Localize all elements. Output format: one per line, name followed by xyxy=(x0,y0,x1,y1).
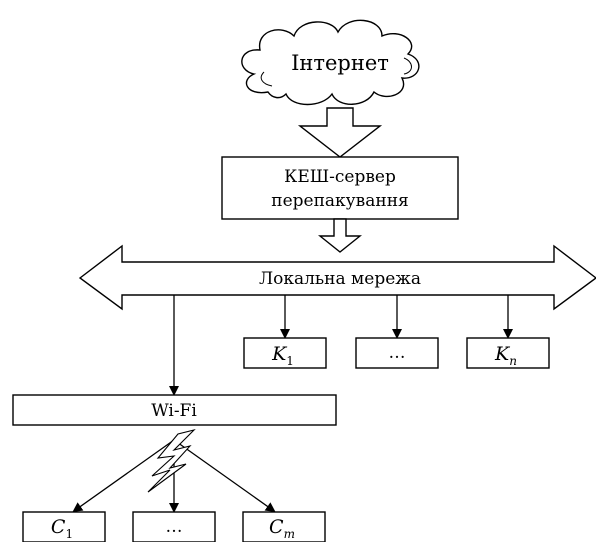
cloud-shape xyxy=(241,19,420,106)
local-network-bus: Локальна мережа xyxy=(78,244,596,311)
local-network-label: Локальна мережа xyxy=(259,269,421,289)
client-k-ellipsis: … xyxy=(389,343,406,363)
client-cm-label: Cm xyxy=(269,516,295,541)
arrow-to-c1 xyxy=(72,439,175,513)
wifi-label: Wi-Fi xyxy=(151,401,197,421)
cache-server-box: КЕШ-сервер перепакування xyxy=(221,156,459,220)
client-k1-box: K1 xyxy=(243,337,327,369)
client-k1-label: K1 xyxy=(271,343,294,368)
wifi-box: Wi-Fi xyxy=(12,394,337,426)
cache-server-line1: КЕШ-сервер xyxy=(284,167,396,187)
client-c1-label: C1 xyxy=(51,516,73,541)
cloud-inner-line xyxy=(260,57,412,87)
client-kn-box: Kn xyxy=(466,337,550,369)
internet-label: Інтернет xyxy=(291,51,389,75)
client-kn-label: Kn xyxy=(494,343,517,368)
client-c1-box: C1 xyxy=(22,511,106,542)
cache-to-network-arrow xyxy=(318,218,362,253)
arrow-to-cm xyxy=(173,439,276,513)
client-c-ellipsis: … xyxy=(166,517,183,537)
client-c-ellipsis-box: … xyxy=(132,511,216,542)
internet-cloud: Інтернет xyxy=(241,19,420,106)
client-cm-box: Cm xyxy=(242,511,326,542)
lightning-icon xyxy=(147,428,196,493)
internet-to-cache-arrow xyxy=(297,107,383,158)
client-k-ellipsis-box: … xyxy=(355,337,439,369)
cache-server-line2: перепакування xyxy=(271,191,409,211)
